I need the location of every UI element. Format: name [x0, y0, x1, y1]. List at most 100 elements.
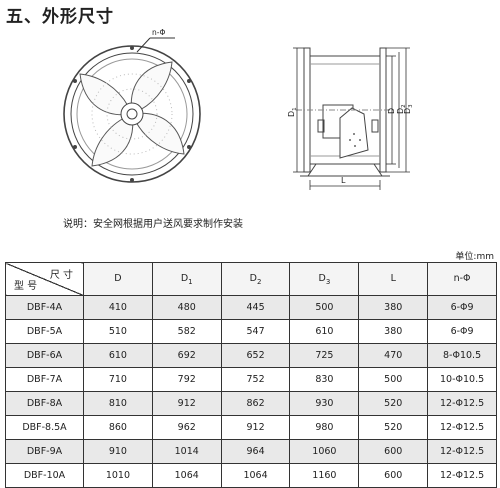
column-header-sub: 3	[325, 277, 331, 286]
table-cell: 600	[358, 439, 429, 464]
column-header: L	[358, 262, 429, 296]
table-cell: 12-Φ12.5	[427, 463, 497, 488]
model-cell: DBF-6A	[5, 343, 84, 368]
table-cell: 912	[220, 415, 291, 440]
d-dimension-label: D	[387, 108, 396, 114]
bolt-hole-label: n-Φ	[152, 28, 165, 37]
side-view	[293, 47, 410, 190]
table-cell: 600	[358, 463, 429, 488]
column-header-main: D	[318, 272, 326, 284]
table-cell: 6-Φ9	[427, 295, 497, 320]
table-cell: 752	[220, 367, 291, 392]
table-cell: 810	[83, 391, 153, 416]
svg-text:D2: D2	[396, 104, 407, 114]
table-cell: 582	[151, 319, 222, 344]
d2-subscript: 2	[401, 104, 407, 108]
column-header-main: n-Φ	[453, 272, 471, 284]
table-cell: 1064	[151, 463, 222, 488]
length-dimension-label: L	[341, 176, 346, 185]
table-cell: 10-Φ10.5	[427, 367, 497, 392]
table-cell: 445	[220, 295, 291, 320]
table-cell: 500	[289, 295, 360, 320]
column-header: D3	[289, 262, 360, 296]
column-header: D2	[220, 262, 291, 296]
table-cell: 12-Φ12.5	[427, 439, 497, 464]
section-title: 五、外形尺寸	[6, 7, 114, 27]
d1-subscript: 1	[292, 107, 298, 111]
table-cell: 610	[289, 319, 360, 344]
column-header: D	[83, 262, 153, 296]
table-cell: 1060	[289, 439, 360, 464]
d3-subscript: 3	[408, 104, 414, 108]
table-cell: 1160	[289, 463, 360, 488]
table-cell: 12-Φ12.5	[427, 415, 497, 440]
column-header-main: D	[180, 272, 189, 284]
table-cell: 520	[358, 415, 429, 440]
table-cell: 380	[358, 319, 429, 344]
table-cell: 912	[151, 391, 222, 416]
table-cell: 792	[151, 367, 222, 392]
header-size-label: 尺 寸	[49, 270, 73, 281]
table-cell: 862	[220, 391, 291, 416]
header-model-label: 型 号	[14, 281, 38, 292]
table-cell: 510	[83, 319, 153, 344]
table-cell: 930	[289, 391, 360, 416]
table-cell: 652	[220, 343, 291, 368]
column-header-main: D	[114, 272, 122, 284]
column-header: D1	[151, 262, 222, 296]
column-header-sub: 2	[257, 277, 262, 286]
table-cell: 6-Φ9	[427, 319, 497, 344]
model-cell: DBF-9A	[5, 439, 84, 464]
table-cell: 910	[83, 439, 153, 464]
table-cell: 410	[83, 295, 153, 320]
model-cell: DBF-7A	[5, 367, 84, 392]
model-cell: DBF-8.5A	[5, 415, 84, 440]
d1-dimension-label: D	[287, 111, 296, 117]
table-header-row: 尺 寸 型 号 D D1 D2 D3 L n-Φ	[5, 262, 497, 296]
svg-text:D3: D3	[403, 104, 414, 114]
table-cell: 480	[151, 295, 222, 320]
table-cell: 8-Φ10.5	[427, 343, 497, 368]
table-cell: 692	[151, 343, 222, 368]
table-cell: 547	[220, 319, 291, 344]
header-corner-cell: 尺 寸 型 号	[5, 262, 84, 296]
front-view	[63, 37, 201, 183]
table-cell: 520	[358, 391, 429, 416]
installation-note: 说明：安全网根据用户送风要求制作安装	[63, 219, 243, 230]
table-cell: 500	[358, 367, 429, 392]
column-header-main: L	[390, 272, 396, 284]
table-cell: 710	[83, 367, 153, 392]
model-cell: DBF-10A	[5, 463, 84, 488]
model-cell: DBF-5A	[5, 319, 84, 344]
column-header-sub: 1	[188, 277, 193, 286]
d3-dimension-label: D	[403, 108, 412, 114]
unit-label: 单位:mm	[455, 252, 494, 262]
column-header: n-Φ	[427, 262, 497, 296]
svg-text:D1: D1	[287, 107, 298, 117]
table-cell: 964	[220, 439, 291, 464]
model-cell: DBF-4A	[5, 295, 84, 320]
column-header-main: D	[249, 272, 257, 284]
d2-dimension-label: D	[396, 108, 405, 114]
table-cell: 860	[83, 415, 153, 440]
table-cell: 1014	[151, 439, 222, 464]
fan-dimension-drawing: n-Φ	[63, 28, 414, 190]
model-cell: DBF-8A	[5, 391, 84, 416]
table-cell: 962	[151, 415, 222, 440]
table-cell: 980	[289, 415, 360, 440]
table-cell: 1064	[220, 463, 291, 488]
table-cell: 610	[83, 343, 153, 368]
table-cell: 1010	[83, 463, 153, 488]
table-cell: 470	[358, 343, 429, 368]
table-cell: 12-Φ12.5	[427, 391, 497, 416]
